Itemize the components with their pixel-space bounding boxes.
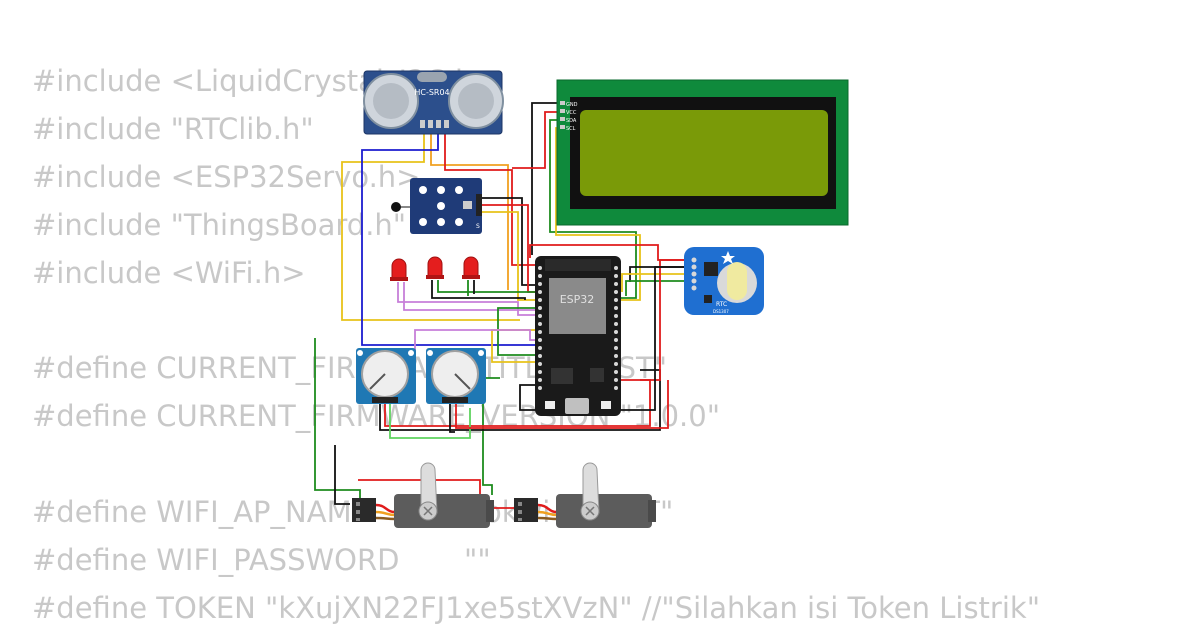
wire-pot2-black xyxy=(449,400,455,433)
wire-lcd-sda xyxy=(549,119,637,299)
temp-sensor-pin-label: S xyxy=(476,223,480,230)
wire-pot-servo-green xyxy=(314,338,361,500)
lcd-display[interactable]: GND VCC SDA SCL xyxy=(556,79,849,226)
wire-hcsr04-echo xyxy=(361,128,540,346)
esp32-pins-left xyxy=(538,266,542,390)
wire-pot-servo-black xyxy=(334,445,350,505)
wires xyxy=(314,102,694,509)
potentiometer-1[interactable] xyxy=(356,348,416,404)
wire-lcd-gnd xyxy=(531,102,560,255)
thermistor-icon xyxy=(391,202,401,212)
servo-motor-1[interactable] xyxy=(352,462,494,528)
usb-port xyxy=(565,398,589,414)
rtc-chip xyxy=(704,262,718,276)
lcd-pin-sda: SDA xyxy=(566,118,577,124)
wire-hcsr04-trig xyxy=(430,128,509,290)
temperature-sensor-module[interactable]: S xyxy=(391,178,482,234)
code-line: #include "ThingsBoard.h" xyxy=(32,207,407,242)
wire-hcsr04-gnd xyxy=(444,128,538,266)
led-red-3[interactable] xyxy=(462,256,480,279)
wire-esp-pot-yellow xyxy=(491,329,540,363)
led-red-1[interactable] xyxy=(390,258,408,281)
ultrasonic-sensor[interactable]: HC-SR04 xyxy=(363,70,504,135)
code-line: #define TOKEN "kXujXN22FJ1xe5stXVzN" //"… xyxy=(32,590,1041,625)
rtc-sublabel: DS1307 xyxy=(713,309,729,314)
lcd-pin-pads xyxy=(560,101,565,129)
servo-2-connector xyxy=(514,498,538,522)
lcd-screen xyxy=(580,110,828,196)
esp32-antenna xyxy=(545,259,611,271)
wire-rtc-4 xyxy=(625,280,694,296)
lcd-pin-vcc: VCC xyxy=(566,110,577,116)
rtc-label: RTC xyxy=(716,301,727,308)
rtc-module[interactable]: RTC DS1307 xyxy=(684,247,764,315)
wire-rtc-3 xyxy=(621,273,694,292)
reset-button xyxy=(601,401,611,409)
potentiometer-2[interactable] xyxy=(426,348,486,404)
lcd-pin-gnd: GND xyxy=(566,102,578,108)
servo-1-connector xyxy=(352,498,376,522)
wire-pot-lightgreen xyxy=(389,402,471,439)
servo-2-horn xyxy=(582,462,600,514)
wire-rtc-long-red xyxy=(640,259,694,381)
wire-esp-pot-green xyxy=(497,307,540,356)
wire-pot-black xyxy=(379,369,661,431)
wire-pot-purple xyxy=(414,329,540,352)
wire-led-2 xyxy=(403,282,535,311)
code-line: #include <ESP32Servo.h> xyxy=(32,159,421,194)
rtc-pins xyxy=(691,257,697,291)
wire-temp-3 xyxy=(482,211,540,301)
servo-motor-2[interactable] xyxy=(514,462,656,528)
esp32-board[interactable]: ESP32 xyxy=(535,256,621,416)
ultrasonic-pins xyxy=(420,120,449,128)
servo-1-horn xyxy=(420,462,438,514)
lcd-pin-scl: SCL xyxy=(566,126,576,132)
wire-pot2-red xyxy=(455,380,669,429)
temp-sensor-header xyxy=(476,194,482,216)
code-line: #include "RTClib.h" xyxy=(32,111,314,146)
wire-led-1 xyxy=(397,282,540,316)
crystal-oscillator xyxy=(417,72,447,82)
wire-led-4 xyxy=(437,280,540,293)
wire-servo-green xyxy=(482,377,500,495)
led-red-2[interactable] xyxy=(426,256,444,279)
lcd-pin-labels: GND VCC SDA SCL xyxy=(566,102,578,132)
boot-button xyxy=(545,401,555,409)
star-logo-icon xyxy=(721,251,735,264)
esp32-pins-right xyxy=(614,266,618,390)
wire-temp-1 xyxy=(482,197,540,286)
code-line: #include <WiFi.h> xyxy=(32,255,306,290)
code-line: #define WIFI_PASSWORD "" xyxy=(32,543,491,577)
wire-lcd-vcc xyxy=(512,111,560,169)
wire-led-3 xyxy=(431,280,526,300)
esp32-chip xyxy=(549,278,606,334)
esp32-label: ESP32 xyxy=(560,293,595,306)
ultrasonic-label: HC-SR04 xyxy=(414,88,449,97)
